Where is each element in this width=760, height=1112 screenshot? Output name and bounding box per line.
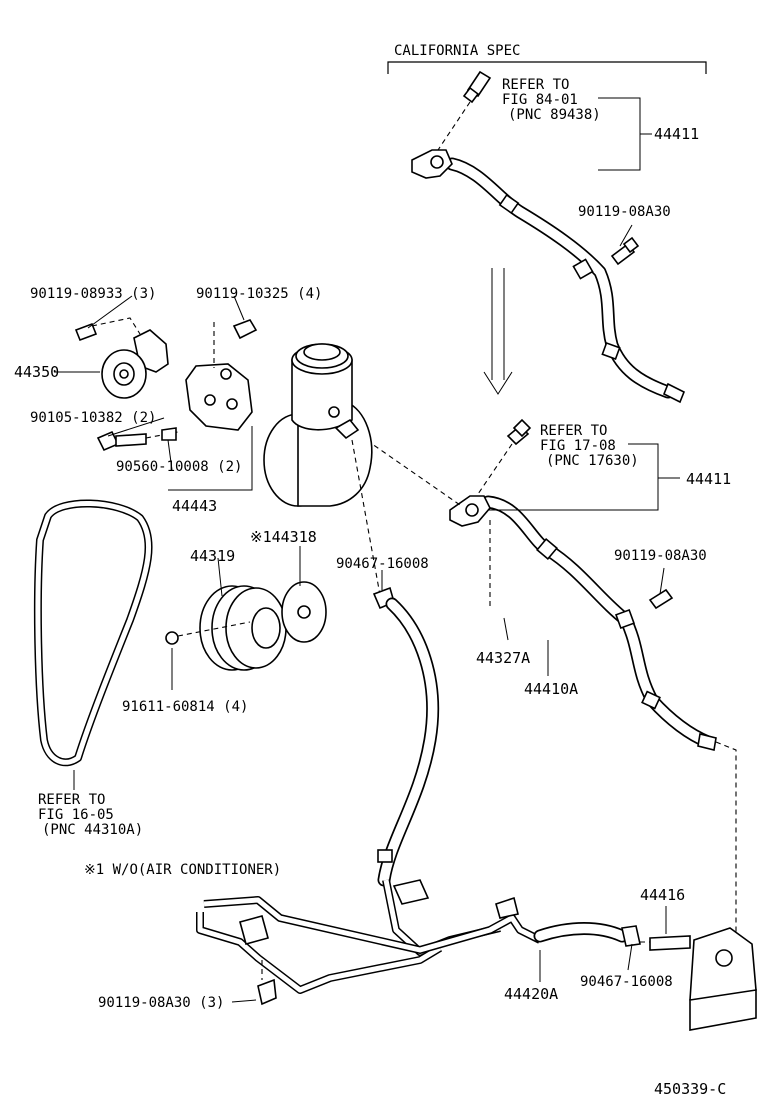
ref-fig17-line2: FIG 17-08 xyxy=(540,438,616,454)
part-90119-08933: 90119-08933 (3) xyxy=(30,286,156,302)
part-44327a: 44327A xyxy=(476,649,530,667)
part-44350: 44350 xyxy=(14,363,59,381)
part-90467-16008-lower: 90467-16008 xyxy=(580,974,673,990)
pump-pulley xyxy=(165,581,327,671)
part-90560-10008: 90560-10008 (2) xyxy=(116,459,242,475)
part-44410a: 44410A xyxy=(524,680,578,698)
part-90119-08a30-upper: 90119-08A30 xyxy=(578,204,671,220)
part-90119-10325: 90119-10325 (4) xyxy=(196,286,322,302)
ref-fig84-line3: (PNC 89438) xyxy=(508,107,601,123)
part-90467-16008-upper: 90467-16008 xyxy=(336,556,429,572)
ref-fig17-line3: (PNC 17630) xyxy=(546,453,639,469)
ref-fig16-line2: FIG 16-05 xyxy=(38,807,114,823)
california-spec-label: CALIFORNIA SPEC xyxy=(394,43,520,59)
reference-fig-16: REFER TO FIG 16-05 (PNC 44310A) xyxy=(38,792,143,838)
california-spec-bracket: CALIFORNIA SPEC xyxy=(387,43,707,74)
reference-fig-17: REFER TO FIG 17-08 (PNC 17630) xyxy=(540,423,639,469)
idler-pulley-assembly xyxy=(74,317,258,452)
part-91611-60814: 91611-60814 (4) xyxy=(122,699,248,715)
ref-fig16-line1: REFER TO xyxy=(38,792,105,808)
ref-fig84-line1: REFER TO xyxy=(502,77,569,93)
ref-fig84-line2: FIG 84-01 xyxy=(502,92,578,108)
ref-fig16-line3: (PNC 44310A) xyxy=(42,822,143,838)
part-44416: 44416 xyxy=(640,886,685,904)
steering-gear-housing xyxy=(640,927,757,1031)
upper-pressure-hose-assembly xyxy=(411,70,686,404)
leader-lines xyxy=(54,97,680,1003)
reservoir-tank xyxy=(263,343,373,507)
return-tube-44420a xyxy=(196,896,641,1006)
part-90119-08a30-3: 90119-08A30 (3) xyxy=(98,995,224,1011)
diagram-code: 450339-C xyxy=(654,1080,726,1098)
reference-fig-84: REFER TO FIG 84-01 (PNC 89438) xyxy=(502,77,601,123)
ref-fig17-line1: REFER TO xyxy=(540,423,607,439)
part-90119-08a30-lower: 90119-08A30 xyxy=(614,548,707,564)
direction-arrow xyxy=(483,268,513,395)
lower-pressure-hose-assembly xyxy=(351,418,737,940)
part-44411-upper: 44411 xyxy=(654,125,699,143)
drive-belt xyxy=(33,499,153,767)
part-44420a: 44420A xyxy=(504,985,558,1003)
part-90105-10382: 90105-10382 (2) xyxy=(30,410,156,426)
part-44319: 44319 xyxy=(190,547,235,565)
part-44443: 44443 xyxy=(172,497,217,515)
footnote-without-air-conditioner: ※1 W/O(AIR CONDITIONER) xyxy=(84,862,281,878)
part-44411-lower: 44411 xyxy=(686,470,731,488)
part-144318: ※144318 xyxy=(250,528,317,546)
